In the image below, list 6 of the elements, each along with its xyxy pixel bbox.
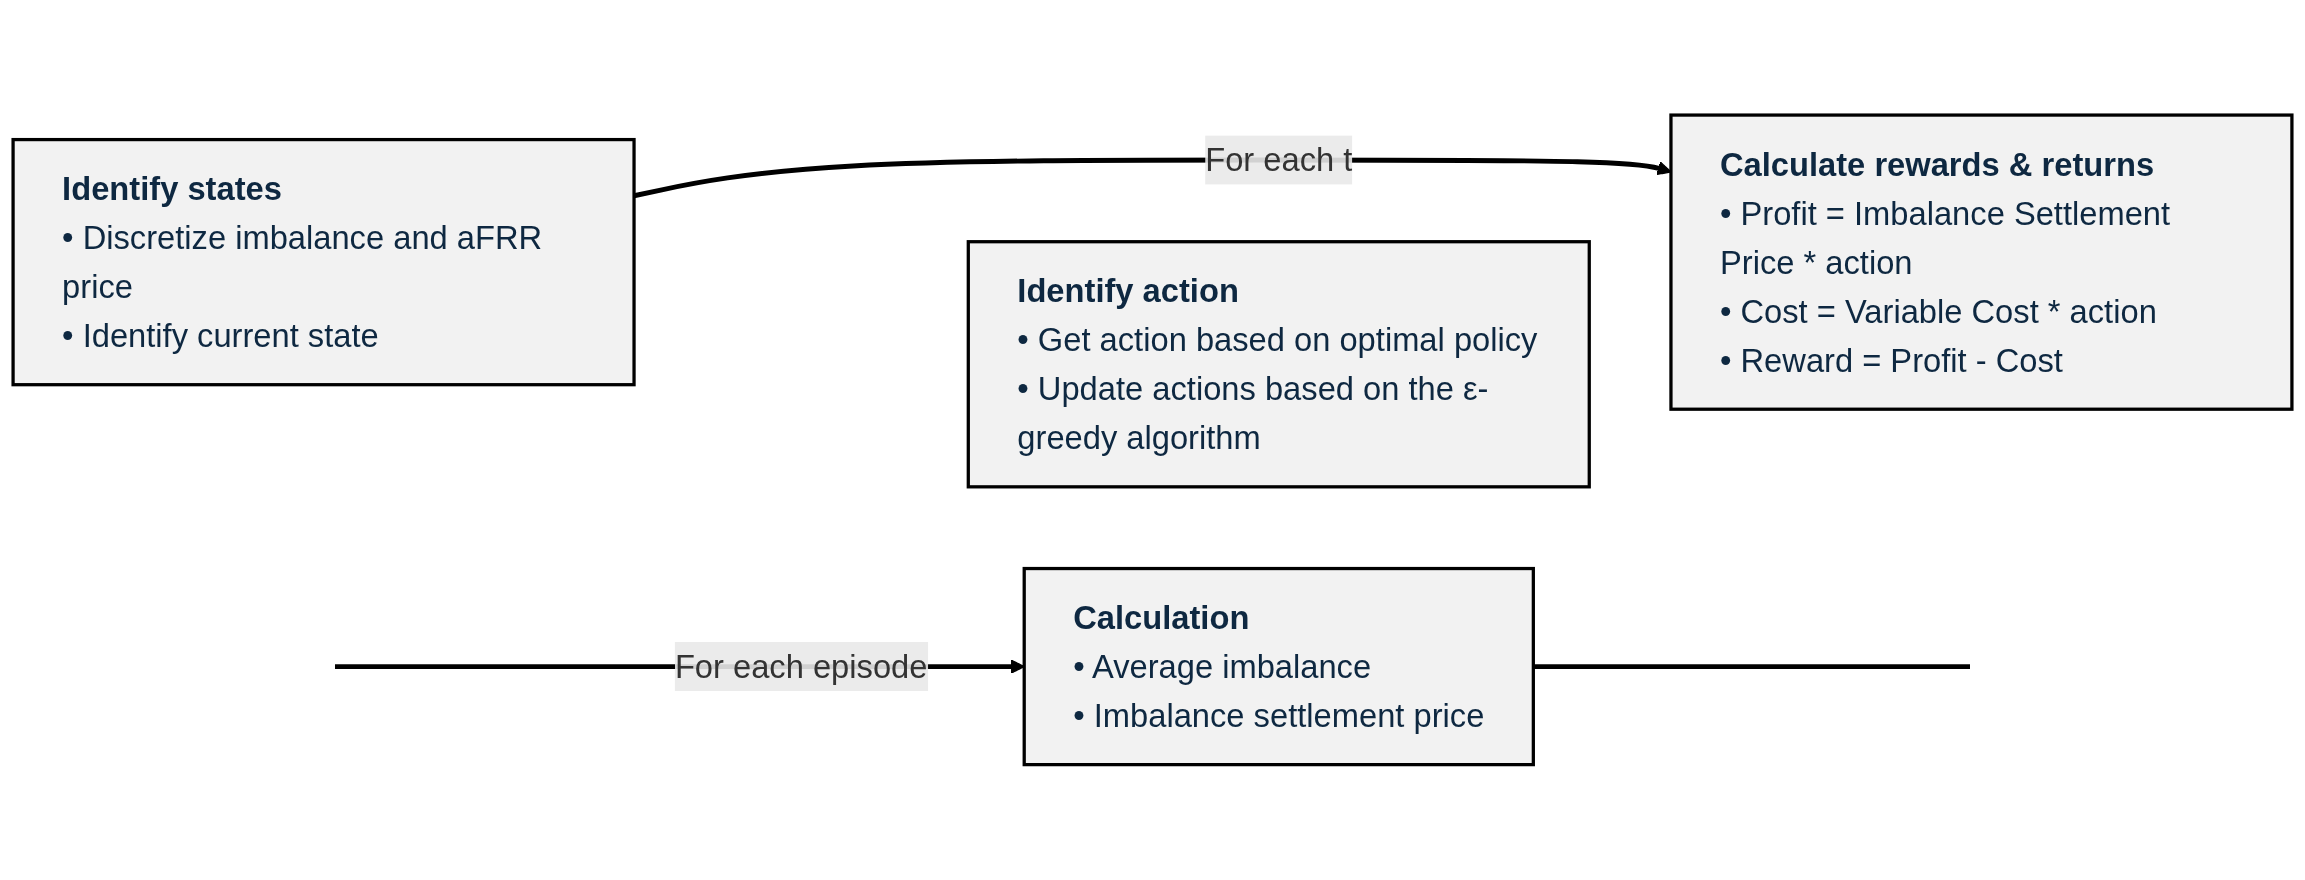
node-box: Identify action • Get action based on optimal policy • Update actions based on the ε-greedy algorithm [966,240,1591,489]
edge-label: For each episode [674,648,928,685]
node-box: Identify states • Discretize imbalance and aFRR price • Identify current state [11,138,636,387]
edge-label: For each t [1205,142,1353,179]
node-box: Calculate rewards & returns • Profit = Imbalance Settlement Price * action • Cost = Variable Cost * action • Reward = Profit - Cost [1669,113,2294,411]
node-box: Calculation • Average imbalance • Imbalance settlement price [1022,567,1535,767]
